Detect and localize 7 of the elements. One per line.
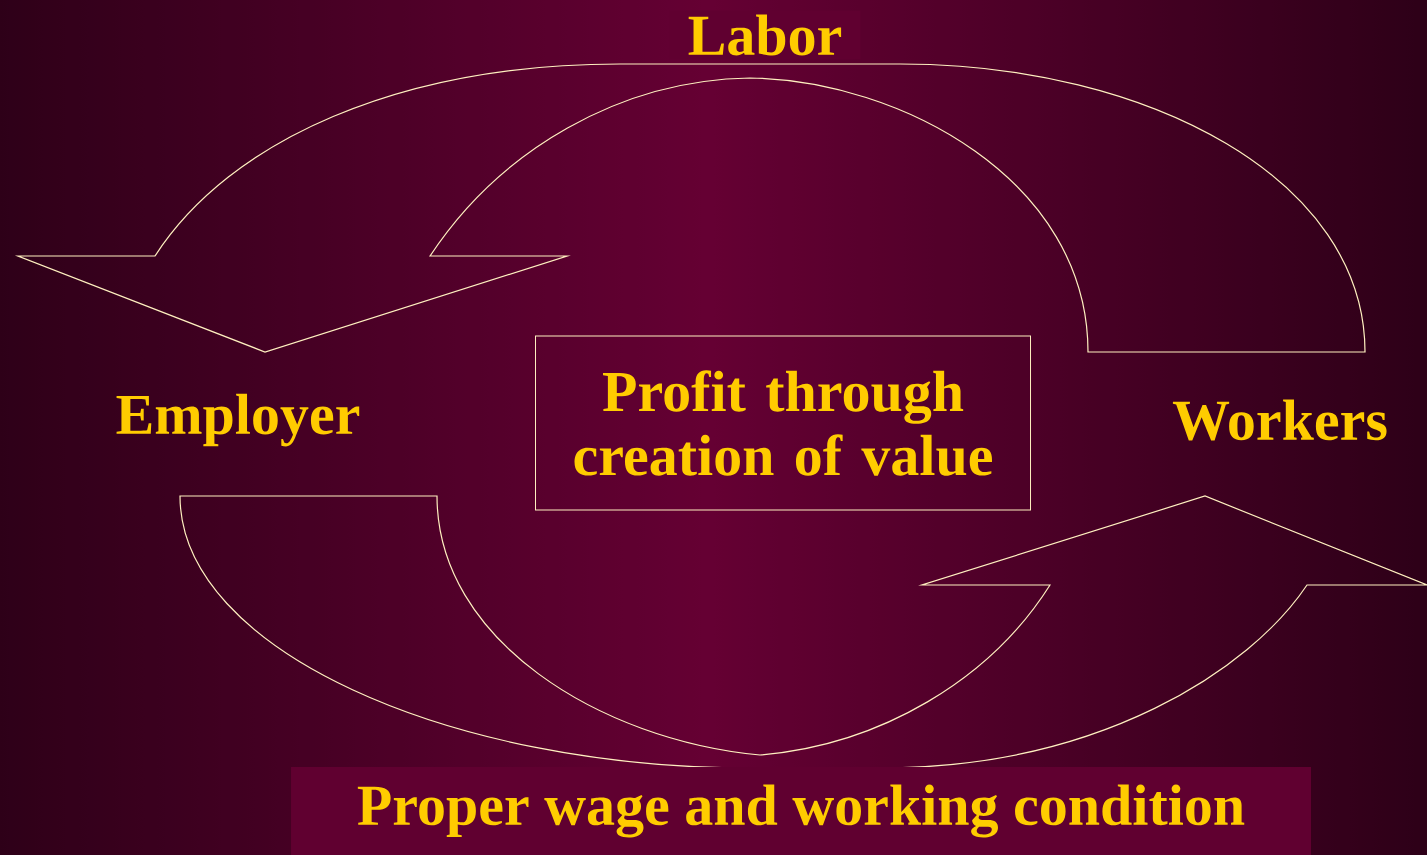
edge-label: Proper wage and working condition bbox=[291, 767, 1311, 855]
edge-label: Labor bbox=[669, 10, 861, 60]
label: Workers bbox=[1172, 399, 1387, 441]
text-box: Profit through creation of value bbox=[535, 335, 1031, 511]
curved-arrow bbox=[179, 495, 1427, 769]
label: Employer bbox=[116, 393, 360, 447]
curved-arrow bbox=[17, 63, 1366, 353]
